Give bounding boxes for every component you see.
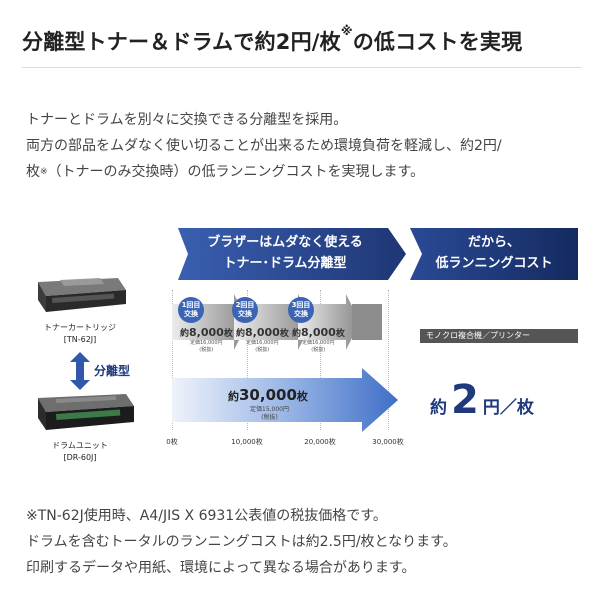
stage-3-unit: 枚	[335, 329, 345, 339]
stage-1-unit: 枚	[223, 329, 233, 339]
toner-label: トナーカートリッジ [TN-62J]	[26, 322, 134, 346]
axis-tick-30000: 30,000枚	[372, 438, 404, 446]
stage-badge-1-line1: 1回目	[181, 301, 201, 309]
stage-badge-2: 2回目 交換	[232, 297, 258, 323]
note-line-1: ※TN-62J使用時、A4/JIS X 6931公表値の税抜価格です。	[26, 508, 387, 524]
stage-price-2: 定価16,000円 (税抜)	[246, 340, 279, 354]
title-text: 分離型トナー＆ドラムで約2円/枚	[22, 30, 341, 54]
toner-name: トナーカートリッジ	[44, 323, 116, 332]
banner-left-line-1: ブラザーはムダなく使える	[207, 235, 363, 250]
drum-model: [DR-60J]	[63, 453, 97, 462]
grid-line-10000	[247, 290, 248, 430]
stage-1-num: 8,000	[189, 326, 224, 339]
banner-right-shape	[410, 228, 578, 280]
footnotes: ※TN-62J使用時、A4/JIS X 6931公表値の税抜価格です。 ドラムを…	[26, 503, 586, 581]
separate-label: 分離型	[94, 364, 131, 378]
banner-left-shape	[178, 228, 406, 280]
drum-count-pre: 約	[228, 390, 239, 403]
title-note-mark: ※	[340, 24, 353, 38]
banner-low-cost: だから、 低ランニングコスト	[410, 228, 578, 280]
stage-count-2: 約8,000枚	[236, 326, 289, 339]
device-type-bar: モノクロ複合機／プリンター	[420, 329, 578, 343]
intro-note-mark: ※	[40, 167, 48, 177]
axis-tick-10000: 10,000枚	[231, 438, 263, 446]
note-line-3: 印刷するデータや用紙、環境によって異なる場合があります。	[26, 560, 416, 576]
drum-name: ドラムユニット	[52, 441, 108, 450]
note-line-2: ドラムを含むトータルのランニングコストは約2.5円/枚となります。	[26, 534, 457, 550]
stage-2-pre: 約	[236, 329, 246, 339]
intro-text: トナーとドラムを別々に交換できる分離型を採用。 両方の部品をムダなく使い切ること…	[26, 107, 586, 185]
toner-cartridge-image	[38, 278, 126, 312]
drum-label: ドラムユニット [DR-60J]	[26, 440, 134, 464]
banner-separate-type: ブラザーはムダなく使える トナー･ドラム分離型	[178, 228, 406, 280]
page-title: 分離型トナー＆ドラムで約2円/枚※の低コストを実現	[22, 24, 523, 56]
stage-2-num: 8,000	[245, 326, 280, 339]
drum-count-num: 30,000	[239, 386, 297, 404]
axis-tick-20000: 20,000枚	[304, 438, 336, 446]
intro-line-1: トナーとドラムを別々に交換できる分離型を採用。	[26, 112, 348, 128]
stage-price-3: 定価16,000円 (税抜)	[302, 340, 335, 354]
up-down-arrow-icon	[70, 352, 90, 390]
drum-count-unit: 枚	[296, 390, 308, 403]
stage-count-3: 約8,000枚	[292, 326, 345, 339]
drum-arrow	[172, 368, 398, 432]
cost-number: 2	[451, 377, 479, 423]
stage-badge-3-line2: 交換	[294, 310, 308, 318]
intro-line-3: 枚※（トナーのみ交換時）の低ランニングコストを実現します。	[26, 159, 586, 185]
stage-2-sub2: (税抜)	[255, 347, 270, 353]
stage-2-unit: 枚	[279, 329, 289, 339]
intro-line-2: 両方の部品をムダなく使い切ることが出来るため環境負荷を軽減し、約2円/	[26, 138, 502, 154]
drum-price: 定価15,000円 (税抜)	[250, 406, 289, 422]
stage-1-pre: 約	[180, 329, 190, 339]
cost-pre: 約	[430, 398, 447, 418]
axis-tick-0: 0枚	[166, 438, 178, 446]
stage-badge-2-line1: 2回目	[235, 301, 255, 309]
stage-price-1: 定価16,000円 (税抜)	[190, 340, 223, 354]
stage-3-sub2: (税抜)	[311, 347, 326, 353]
stage-3-num: 8,000	[301, 326, 336, 339]
toner-model: [TN-62J]	[63, 335, 97, 344]
stage-badge-1: 1回目 交換	[178, 297, 204, 323]
banner-right-line-2: 低ランニングコスト	[435, 256, 553, 271]
intro-line-3-pre: 枚	[26, 164, 40, 180]
grid-line-20000	[320, 290, 321, 430]
stage-badge-3-line1: 3回目	[291, 301, 311, 309]
toner-arrow-tail	[352, 304, 382, 340]
grid-line-30000	[388, 290, 389, 430]
banner-left-line-2: トナー･ドラム分離型	[223, 256, 347, 271]
stage-badge-3: 3回目 交換	[288, 297, 314, 323]
intro-line-3-post: （トナーのみ交換時）の低ランニングコストを実現します。	[47, 164, 425, 180]
stage-1-sub2: (税抜)	[199, 347, 214, 353]
cost-unit: 円／枚	[482, 398, 534, 418]
stage-badge-2-line2: 交換	[238, 310, 252, 318]
stage-3-pre: 約	[292, 329, 302, 339]
stage-2-sub1: 定価16,000円	[246, 340, 279, 346]
grid-line-0	[172, 290, 173, 430]
title-divider	[22, 67, 582, 68]
drum-price-sub2: (税抜)	[261, 414, 278, 421]
drum-unit-image	[38, 394, 134, 430]
stage-badge-1-line2: 交換	[184, 310, 198, 318]
drum-price-sub1: 定価15,000円	[250, 406, 289, 413]
title-suffix: の低コストを実現	[352, 30, 523, 54]
banner-right-line-1: だから、	[467, 235, 520, 250]
stage-count-1: 約8,000枚	[180, 326, 233, 339]
drum-count: 約30,000枚	[228, 386, 308, 404]
stage-1-sub1: 定価16,000円	[190, 340, 223, 346]
stage-3-sub1: 定価16,000円	[302, 340, 335, 346]
